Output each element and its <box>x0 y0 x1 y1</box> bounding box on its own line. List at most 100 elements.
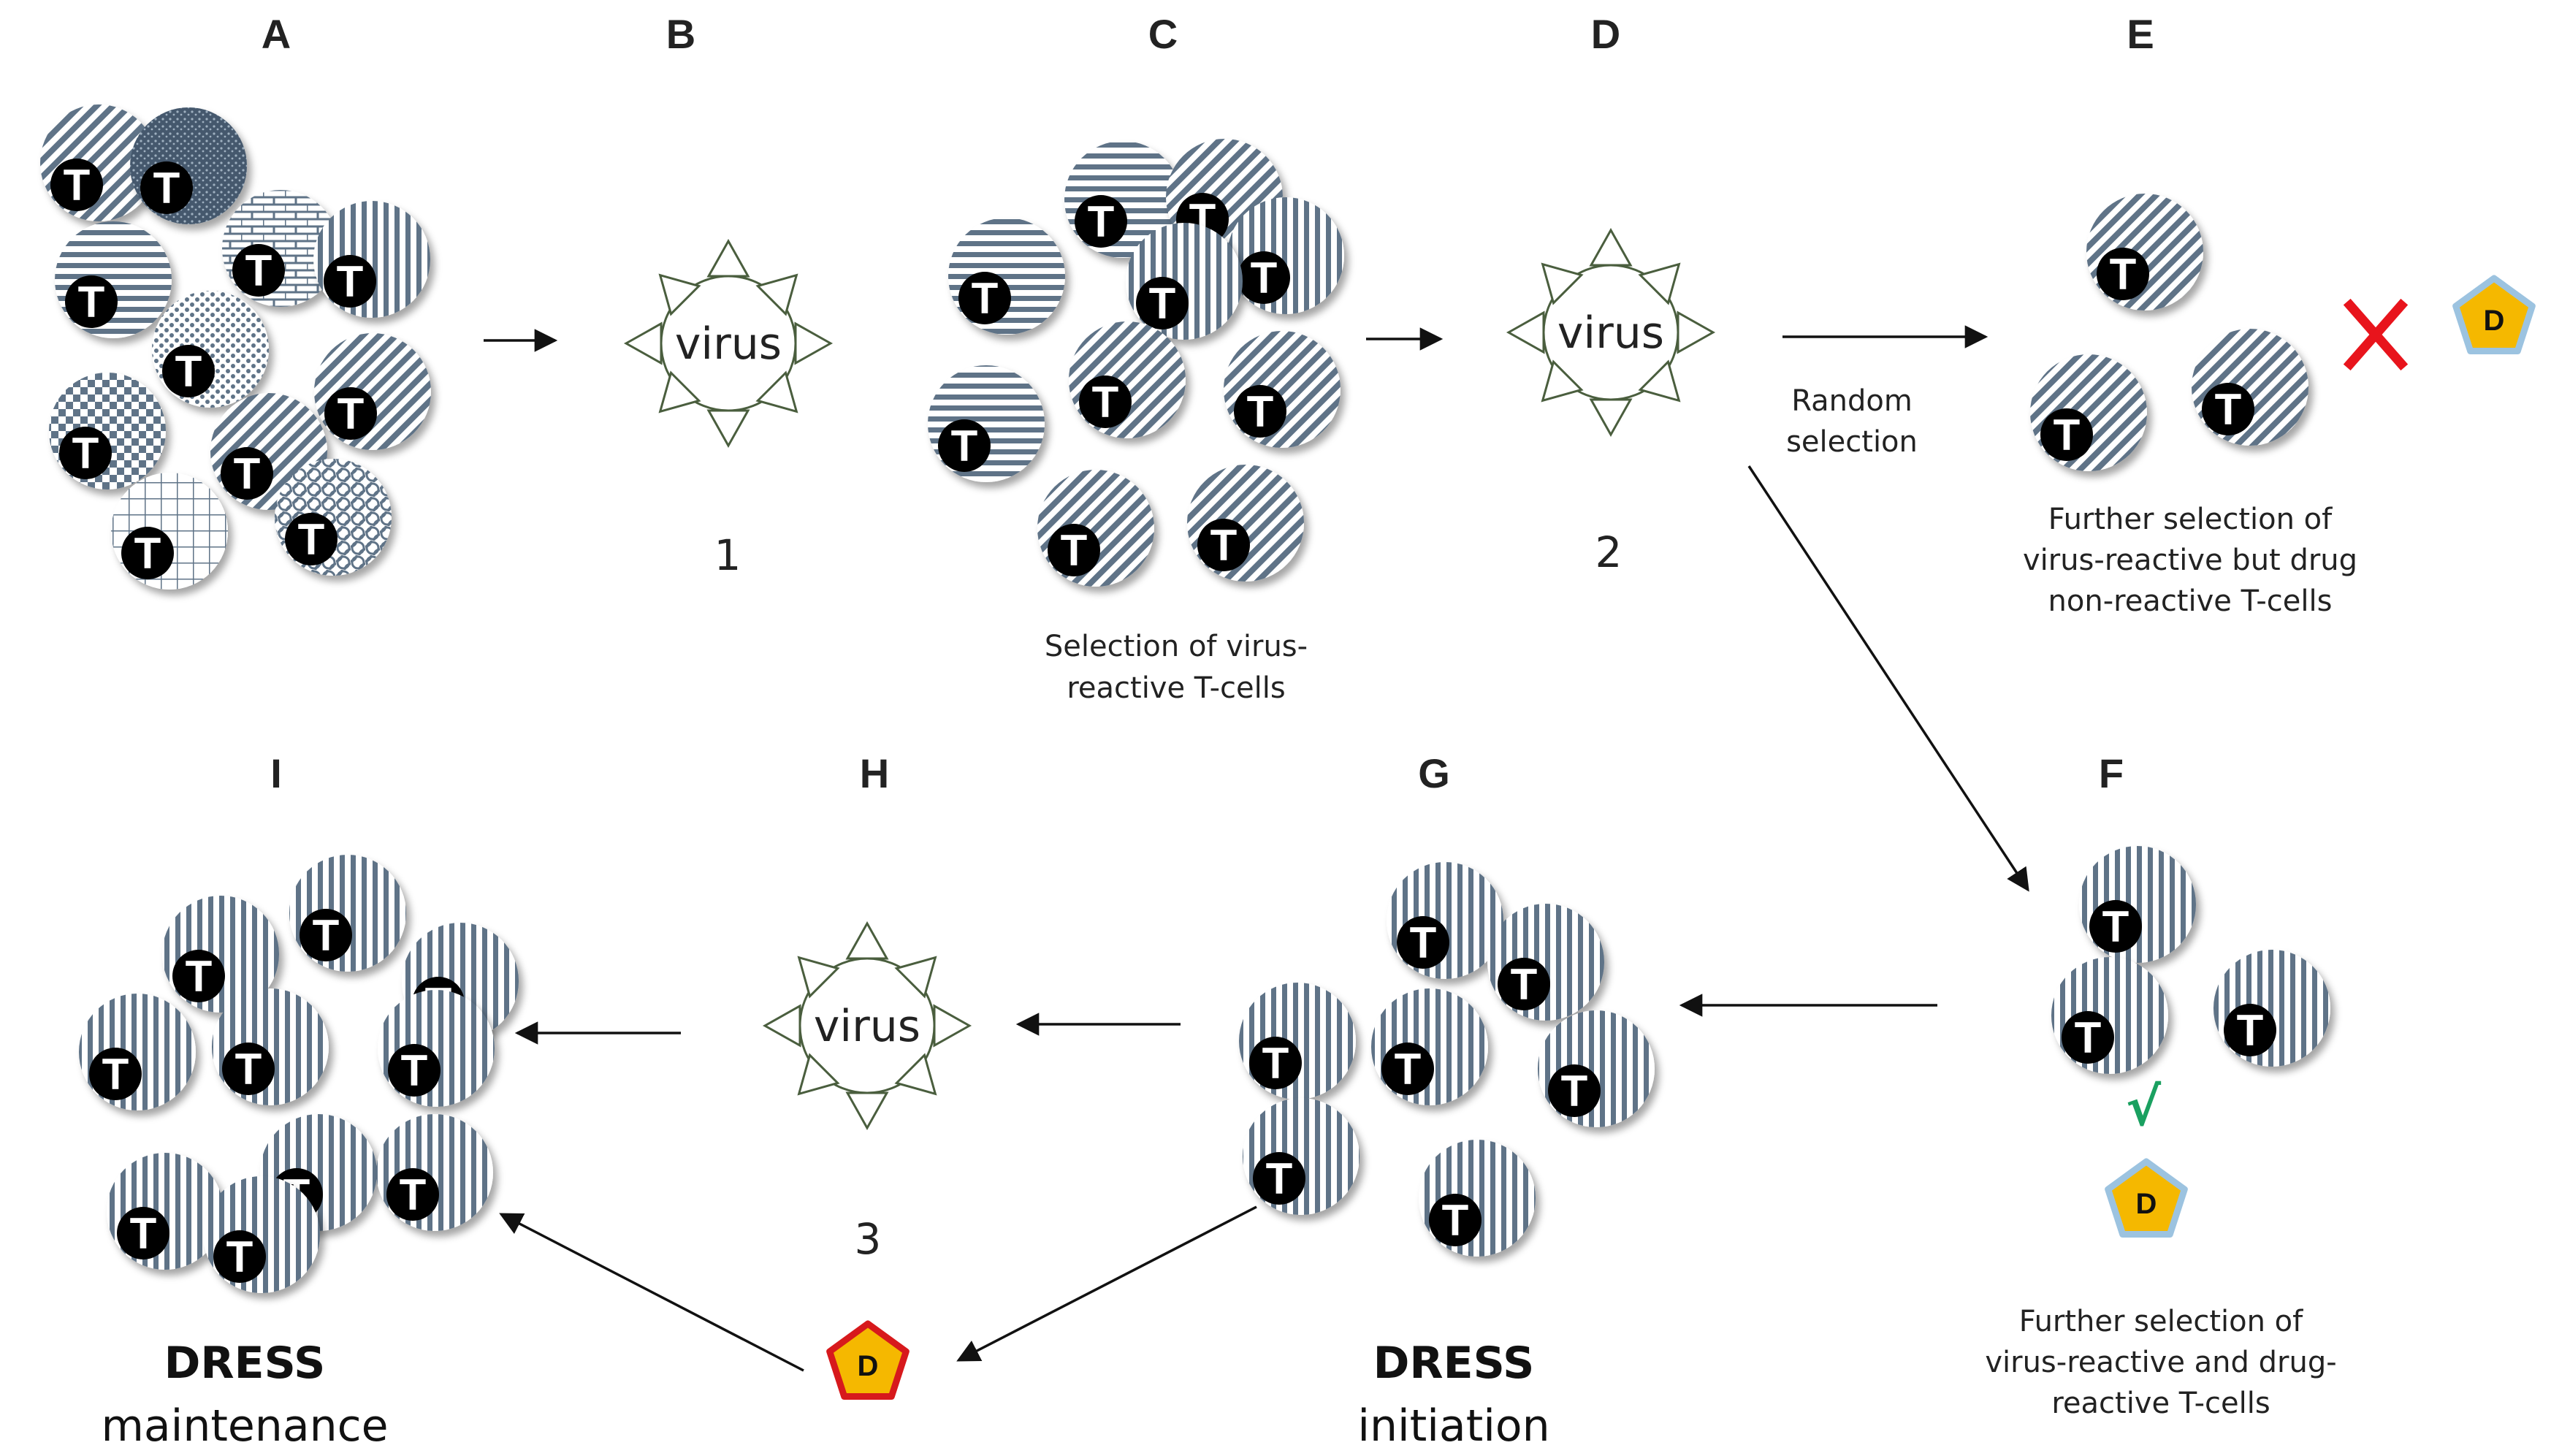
t-cell-label: T <box>400 1170 427 1219</box>
t-cell-label: T <box>64 161 91 210</box>
t-cell-label: T <box>226 1232 253 1281</box>
t-cell-label: T <box>2075 1013 2102 1062</box>
random-selection-line-2: selection <box>1786 425 1918 459</box>
panel-letter-b: B <box>666 11 695 57</box>
t-cell: T <box>1371 988 1488 1105</box>
t-cell-nucleus <box>2089 900 2142 953</box>
t-cell-label: T <box>1561 1067 1588 1116</box>
virus-spike <box>894 956 937 999</box>
t-cell-nucleus <box>1429 1194 1482 1246</box>
t-cell: T <box>2030 354 2147 471</box>
t-cell: T <box>1239 983 1356 1099</box>
virus-spike <box>1677 310 1716 354</box>
t-cell-label: T <box>1088 197 1115 246</box>
t-cell-nucleus <box>89 1048 142 1100</box>
panel-letter-a: A <box>262 11 291 57</box>
t-cell-label: T <box>245 246 272 295</box>
drug-icon-panel-f: D <box>2105 1158 2188 1238</box>
t-cell: T <box>55 221 172 338</box>
t-cell-label: T <box>1410 918 1437 967</box>
arrow-g-to-drug <box>956 1205 1257 1362</box>
t-cell: T <box>130 107 247 224</box>
t-cell-label: T <box>234 449 261 498</box>
virus-spike <box>755 273 798 316</box>
t-cell-nucleus <box>213 1230 266 1283</box>
virus-spike <box>706 409 750 449</box>
t-cell-label: T <box>1511 960 1538 1009</box>
step-number-1: 1 <box>714 530 741 580</box>
t-cell-label: T <box>1210 521 1238 570</box>
panel-letter-f: F <box>2099 750 2124 796</box>
t-cell-nucleus <box>2202 383 2254 435</box>
t-cell-nucleus <box>386 1168 439 1221</box>
virus-icon-step-3: virus <box>762 921 972 1131</box>
virus-spike <box>1589 227 1633 267</box>
t-cell: T <box>378 990 495 1107</box>
panel-letter-h: H <box>860 750 889 796</box>
t-cell-label: T <box>1092 378 1119 427</box>
t-cell-nucleus <box>1249 1037 1302 1089</box>
t-cell: T <box>1419 1140 1536 1257</box>
t-cell-label: T <box>2215 385 2242 434</box>
t-cell: T <box>2086 194 2203 310</box>
virus-spike <box>755 370 798 413</box>
virus-spike <box>845 1091 889 1131</box>
t-cell: T <box>376 1114 493 1231</box>
drug-label: D <box>2136 1188 2157 1220</box>
t-cell: T <box>1037 470 1154 587</box>
t-cell-label: T <box>102 1050 129 1099</box>
t-cell-nucleus <box>140 161 193 214</box>
drug-pentagon <box>826 1320 910 1400</box>
virus-spike <box>797 1053 840 1096</box>
t-cell-label: T <box>1061 526 1088 575</box>
t-cell-nucleus <box>324 387 377 440</box>
t-cell-nucleus <box>300 909 352 961</box>
panel-letter-e: E <box>2127 11 2154 57</box>
random-selection-line-1: Random <box>1791 384 1913 418</box>
t-cell-nucleus <box>324 255 376 308</box>
t-cell-nucleus <box>2224 1004 2276 1056</box>
t-cell-nucleus <box>2097 248 2149 300</box>
t-cell-nucleus <box>1048 524 1100 576</box>
dress-maintenance-title: DRESS <box>164 1338 326 1389</box>
t-cell-nucleus <box>221 447 273 500</box>
virus-icon-step-2: virus <box>1506 227 1716 438</box>
t-cell-label: T <box>2110 250 2137 299</box>
t-cell: T <box>2192 329 2308 446</box>
t-cell-label: T <box>72 429 99 478</box>
drug-icon-panel-e: D <box>2452 275 2536 354</box>
virus-spike <box>1506 310 1545 354</box>
t-cell-label: T <box>2237 1006 2264 1055</box>
t-cell: T <box>1487 904 1604 1021</box>
t-cell-label: T <box>1149 279 1176 328</box>
virus-spike <box>845 921 889 960</box>
t-cell: T <box>40 104 157 221</box>
t-cell-nucleus <box>162 345 215 397</box>
virus-spike <box>894 1053 937 1096</box>
t-cell: T <box>2079 846 2196 963</box>
t-cell-label: T <box>1262 1039 1289 1088</box>
t-cell-label: T <box>1251 254 1278 302</box>
virus-label: virus <box>675 319 782 370</box>
t-cell-nucleus <box>285 513 338 565</box>
t-cell-nucleus <box>1381 1043 1434 1095</box>
t-cell: T <box>1224 331 1341 448</box>
t-cell-nucleus <box>388 1044 441 1097</box>
virus-spike <box>623 321 663 365</box>
t-cell-label: T <box>1266 1154 1293 1203</box>
t-cell-nucleus <box>938 419 991 472</box>
t-cell-nucleus <box>50 159 103 211</box>
t-cell-label: T <box>78 278 105 327</box>
panel-letter-d: D <box>1591 11 1620 57</box>
drug-icon-dress: D <box>826 1320 910 1400</box>
t-cell: T <box>49 373 166 489</box>
t-cell-nucleus <box>1197 519 1250 571</box>
t-cell: T <box>289 855 406 972</box>
drug-pentagon <box>2105 1158 2188 1238</box>
t-cell-nucleus <box>117 1207 169 1259</box>
t-cell-nucleus <box>1253 1152 1305 1205</box>
t-cell-nucleus <box>1238 251 1290 304</box>
